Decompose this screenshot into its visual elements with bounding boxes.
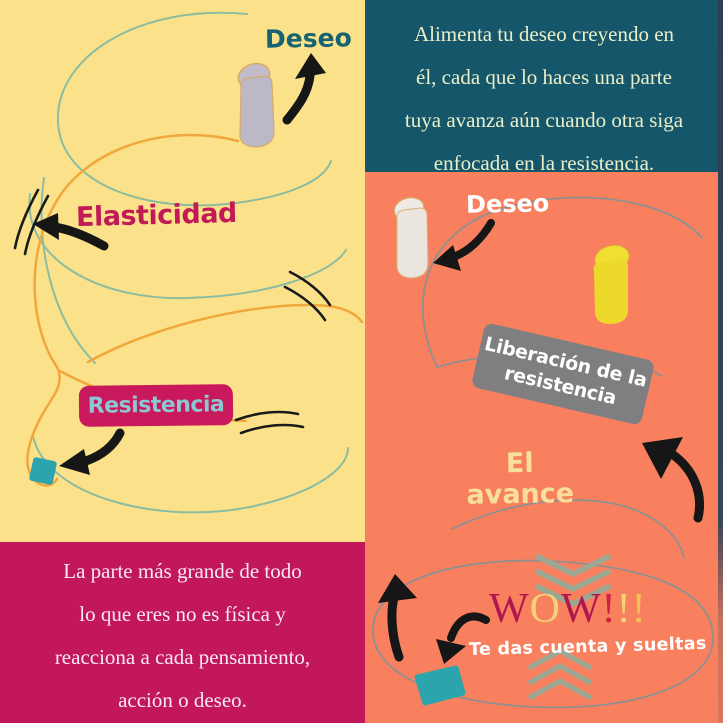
panel-teal-text: Alimenta tu deseo creyendo en él, cada q… <box>365 0 723 175</box>
teal-square-icon <box>29 457 57 485</box>
paragraph-line: enfocada en la resistencia. <box>433 151 655 175</box>
arrow-down-left-icon <box>433 219 495 271</box>
paragraph-line: él, cada que lo haces una parte <box>416 65 672 89</box>
arrow-up-icon <box>282 53 326 125</box>
label-resistencia: Resistencia <box>78 384 234 427</box>
arrow-up-icon <box>642 437 704 523</box>
label-deseo-right: Deseo <box>465 189 550 219</box>
teal-shape-icon <box>414 665 466 706</box>
paragraph-line: acción o deseo. <box>118 688 247 712</box>
paragraph-line: tuya avanza aún cuando otra siga <box>404 108 684 132</box>
wow-letter: W <box>489 586 530 632</box>
paragraph-line: reacciona a cada pensamiento, <box>54 645 311 669</box>
label-elasticidad: Elasticidad <box>75 197 238 234</box>
wow-letter: ! <box>631 586 647 632</box>
avance-line: avance <box>466 478 575 511</box>
wow-letter: ! <box>601 586 617 632</box>
wow-letter: W <box>561 586 602 632</box>
speed-lines-icon <box>13 188 332 435</box>
wow-letter: O <box>529 586 561 632</box>
right-edge-strip <box>718 0 723 723</box>
arrow-down-left-icon <box>59 428 125 475</box>
paragraph-alimenta: Alimenta tu deseo creyendo en él, cada q… <box>365 0 723 185</box>
arrow-down-left-icon <box>436 612 490 664</box>
paragraph-line: lo que eres no es física y <box>79 602 286 626</box>
avance-line: El <box>505 447 534 480</box>
label-el-avance: El avance <box>451 447 588 511</box>
resistencia-text: Resistencia <box>87 392 225 419</box>
paragraph-line: La parte más grande de todo <box>63 559 302 583</box>
bottle-icon-white <box>393 197 429 279</box>
arrow-up-icon <box>378 574 417 662</box>
wow-letter: ! <box>616 586 632 632</box>
arrow-left-icon <box>33 213 109 251</box>
bottle-icon-yellow <box>593 245 630 324</box>
paragraph-parte-grande: La parte más grande de todo lo que eres … <box>0 542 365 722</box>
bottle-icon-gray <box>237 62 275 148</box>
spiral-teal-left <box>28 11 349 514</box>
paragraph-line: Alimenta tu deseo creyendo en <box>413 22 675 46</box>
chevron-down-icon <box>534 553 612 608</box>
chevron-up-icon <box>527 648 593 701</box>
spiral-orange-left <box>26 133 364 487</box>
label-deseo-left: Deseo <box>264 23 352 54</box>
label-wow: WOW!!! <box>489 586 647 632</box>
panel-magenta-text: La parte más grande de todo lo que eres … <box>0 542 365 723</box>
